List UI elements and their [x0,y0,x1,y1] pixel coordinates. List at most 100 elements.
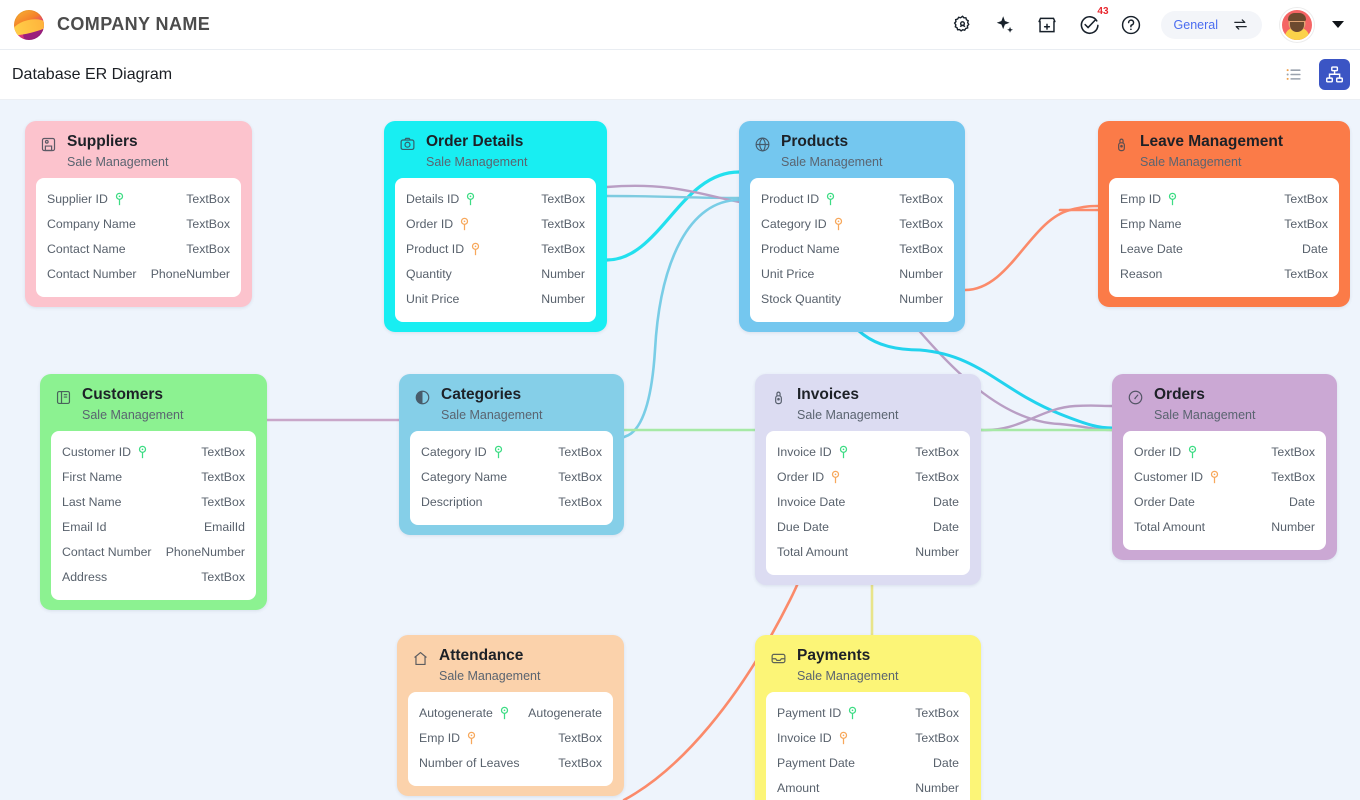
entity-title: Leave Management [1140,133,1283,150]
field-name-wrap: Leave Date [1120,240,1183,259]
field-type: Number [915,545,959,560]
field-name: Autogenerate [419,706,493,720]
field-name-wrap: Order ID [406,215,471,234]
tasks-check-icon[interactable]: 43 [1077,6,1109,37]
ai-sparkle-icon[interactable] [993,13,1017,37]
field-name-wrap: Emp ID [419,729,478,748]
field-type: EmailId [203,520,245,535]
field-type: TextBox [915,470,959,485]
field-name: Invoice ID [777,445,832,459]
field-type: Date [933,756,959,771]
list-view-button[interactable] [1278,59,1309,90]
field-name: Address [62,570,108,585]
field-name: Due Date [777,520,829,535]
entity-title: Orders [1154,386,1205,403]
field-type: TextBox [915,731,959,746]
avatar-beard [1290,21,1304,32]
diagram-view-button[interactable] [1319,59,1350,90]
foreign-key-icon [465,731,478,746]
link-products-leave [963,204,1100,292]
field-name-wrap: Contact Name [47,240,126,259]
entity-subtitle: Sale Management [441,408,543,422]
field-type: TextBox [201,445,245,459]
primary-key-icon [846,706,859,721]
help-circle-icon[interactable] [1119,13,1143,37]
avatar-body [1285,27,1309,40]
chevron-down-icon[interactable] [1332,21,1344,28]
field-name-wrap: Last Name [62,493,121,512]
entity-field-row[interactable]: Category Name TextBox [421,465,602,490]
field-name-wrap: Invoice ID [777,729,850,748]
app-header: COMPANY NAME [0,0,1360,50]
entity-title: Invoices [797,386,860,403]
workspace-selector[interactable]: General [1160,10,1262,39]
field-name-wrap: Due Date [777,518,829,537]
marketplace-store-icon[interactable] [1035,13,1059,37]
user-avatar[interactable] [1280,7,1314,42]
field-name-wrap: Quantity [406,265,452,284]
field-type: TextBox [186,217,230,232]
field-type: TextBox [558,470,602,485]
foreign-key-icon [829,470,842,485]
field-name-wrap: Category Name [421,468,507,487]
entity-field-row[interactable]: Invoice ID TextBox [777,726,959,751]
field-name: Category Name [421,470,508,485]
settings-gear-icon[interactable] [951,13,975,37]
